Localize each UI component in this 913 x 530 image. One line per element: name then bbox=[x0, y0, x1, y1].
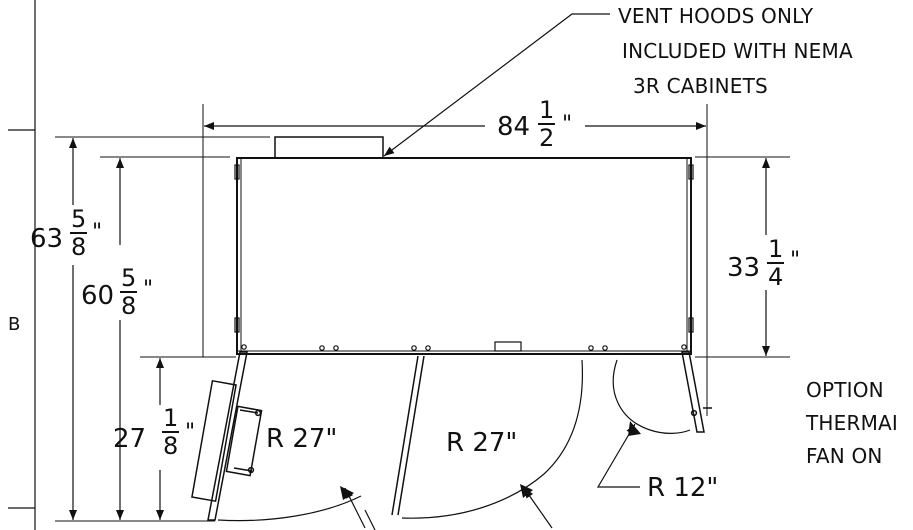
dim-width-unit: " bbox=[562, 112, 573, 137]
dim-body-denominator: 8 bbox=[121, 292, 137, 320]
option-note-line-3: FAN ON bbox=[806, 444, 883, 468]
dim-overall-fraction: 5 8 bbox=[70, 205, 88, 261]
dim-body-fraction: 5 8 bbox=[120, 264, 138, 320]
option-note-line-1: OPTION bbox=[806, 378, 884, 402]
arc-arrow-left bbox=[340, 486, 354, 500]
dim-swing-denominator: 8 bbox=[163, 432, 179, 460]
left-door bbox=[191, 351, 263, 521]
dim-width-fraction: 1 2 bbox=[538, 96, 556, 152]
side-hardware bbox=[234, 164, 694, 333]
radius-leader-left-b bbox=[364, 509, 376, 530]
radius-center-label: R 27" bbox=[446, 428, 518, 458]
dim-width-whole: 84 bbox=[497, 112, 531, 142]
dim-swing-unit: " bbox=[185, 420, 196, 445]
radius-left-label: R 27" bbox=[266, 424, 338, 454]
swing-arc-left bbox=[217, 495, 362, 522]
arc-arrow-center bbox=[520, 484, 533, 498]
dim-overall-numerator: 5 bbox=[70, 205, 88, 234]
option-note-line-2: THERMAI bbox=[806, 411, 899, 435]
swing-arc-right bbox=[612, 359, 691, 434]
center-door bbox=[391, 355, 425, 516]
dim-swing-numerator: 1 bbox=[162, 404, 180, 433]
dim-overall-whole: 63 bbox=[30, 224, 64, 254]
dim-right-fraction: 1 4 bbox=[767, 235, 785, 291]
vent-hood bbox=[274, 136, 384, 159]
dim-width-numerator: 1 bbox=[538, 96, 556, 125]
dim-body-unit: " bbox=[143, 277, 154, 302]
vent-leader bbox=[383, 13, 610, 157]
dim-right-denominator: 4 bbox=[768, 263, 784, 291]
dim-right-whole: 33 bbox=[727, 253, 761, 283]
side-label-b: B bbox=[8, 314, 21, 335]
radius-leader-right bbox=[596, 423, 640, 488]
vent-note-line-3: 3R CABINETS bbox=[633, 74, 768, 98]
swing-arc-center bbox=[401, 359, 584, 519]
dim-body-whole: 60 bbox=[81, 281, 115, 311]
dim-overall-unit: " bbox=[92, 220, 103, 245]
vent-note-line-1: VENT HOODS ONLY bbox=[618, 4, 814, 28]
front-hardware bbox=[241, 341, 687, 352]
vent-note-line-2: INCLUDED WITH NEMA bbox=[622, 39, 853, 63]
dim-overall-denominator: 8 bbox=[71, 233, 87, 261]
dim-right-unit: " bbox=[790, 248, 801, 273]
dim-swing-fraction: 1 8 bbox=[162, 404, 180, 460]
radius-leader-center-a bbox=[523, 487, 553, 529]
cabinet-body bbox=[236, 157, 692, 355]
radius-right-label: R 12" bbox=[647, 473, 719, 503]
dim-body-numerator: 5 bbox=[120, 264, 138, 293]
dim-right-numerator: 1 bbox=[767, 235, 785, 264]
dim-width-denominator: 2 bbox=[539, 124, 555, 152]
arc-arrow-right bbox=[628, 421, 641, 436]
dim-swing-whole: 27 bbox=[113, 424, 147, 454]
